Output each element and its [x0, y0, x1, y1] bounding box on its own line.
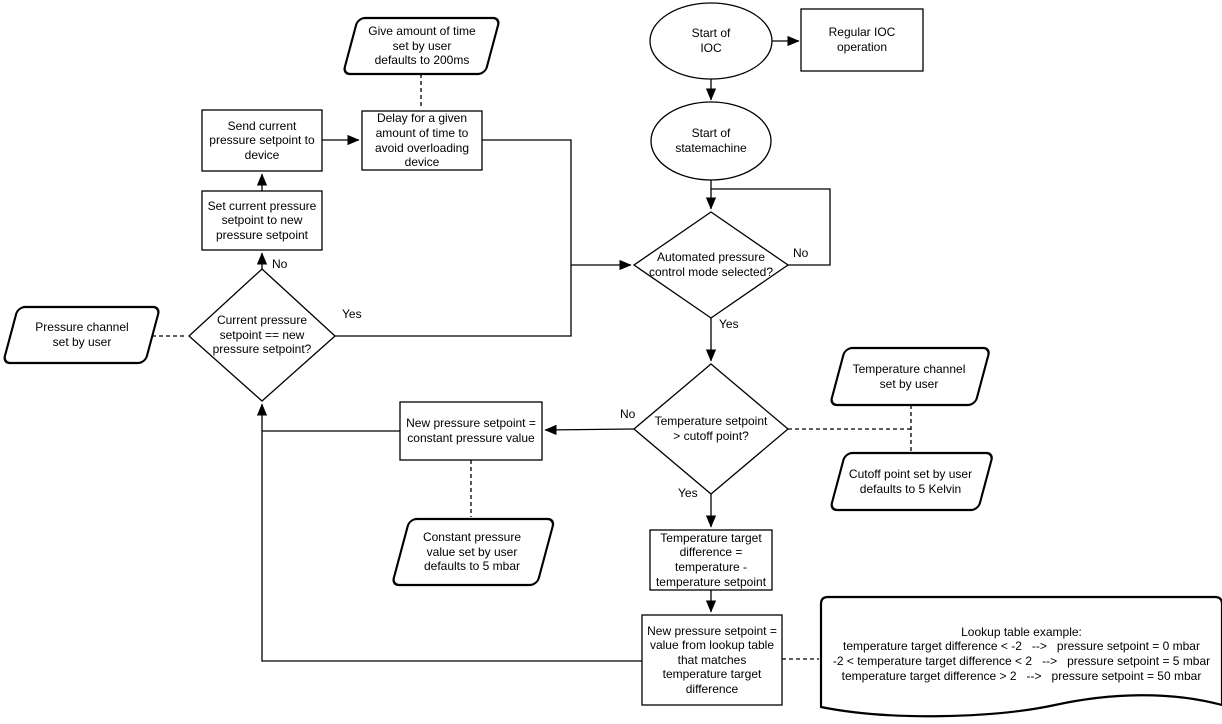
edge-lookup-return	[256, 403, 642, 662]
set-current-setpoint-box	[201, 190, 323, 251]
cutoff-yes-label: Yes	[678, 486, 698, 500]
eq-yes-label: Yes	[342, 307, 362, 321]
give-amount-of-time-parallelogram	[343, 16, 500, 76]
cutoff-point-parallelogram	[830, 451, 993, 512]
constant-pressure-value-parallelogram	[392, 517, 555, 587]
auto-mode-yes-label: Yes	[719, 317, 739, 331]
send-current-setpoint-box	[201, 109, 323, 172]
edge-cutoff-no	[544, 424, 635, 436]
current-setpoint-equal-diamond	[188, 268, 336, 402]
edge-delay-yes-trunk	[335, 139, 572, 337]
delay-box	[361, 110, 483, 171]
lookup-table-example-document	[819, 595, 1222, 718]
temperature-channel-parallelogram	[830, 346, 990, 407]
eq-no-label: No	[272, 257, 288, 271]
auto-pressure-mode-diamond	[632, 211, 790, 319]
regular-ioc-operation-box	[800, 8, 924, 72]
lookup-new-setpoint-box	[641, 614, 783, 706]
cutoff-no-label: No	[620, 407, 636, 421]
temperature-cutoff-diamond	[632, 363, 790, 495]
constant-new-setpoint-box	[399, 401, 543, 461]
pressure-channel-parallelogram	[3, 305, 160, 365]
temperature-target-difference-box	[649, 529, 773, 591]
start-of-ioc-ellipse	[649, 2, 773, 80]
auto-mode-no-label: No	[793, 246, 809, 260]
start-of-statemachine-ellipse	[650, 101, 772, 181]
edge-automode-no-loop	[711, 188, 831, 266]
